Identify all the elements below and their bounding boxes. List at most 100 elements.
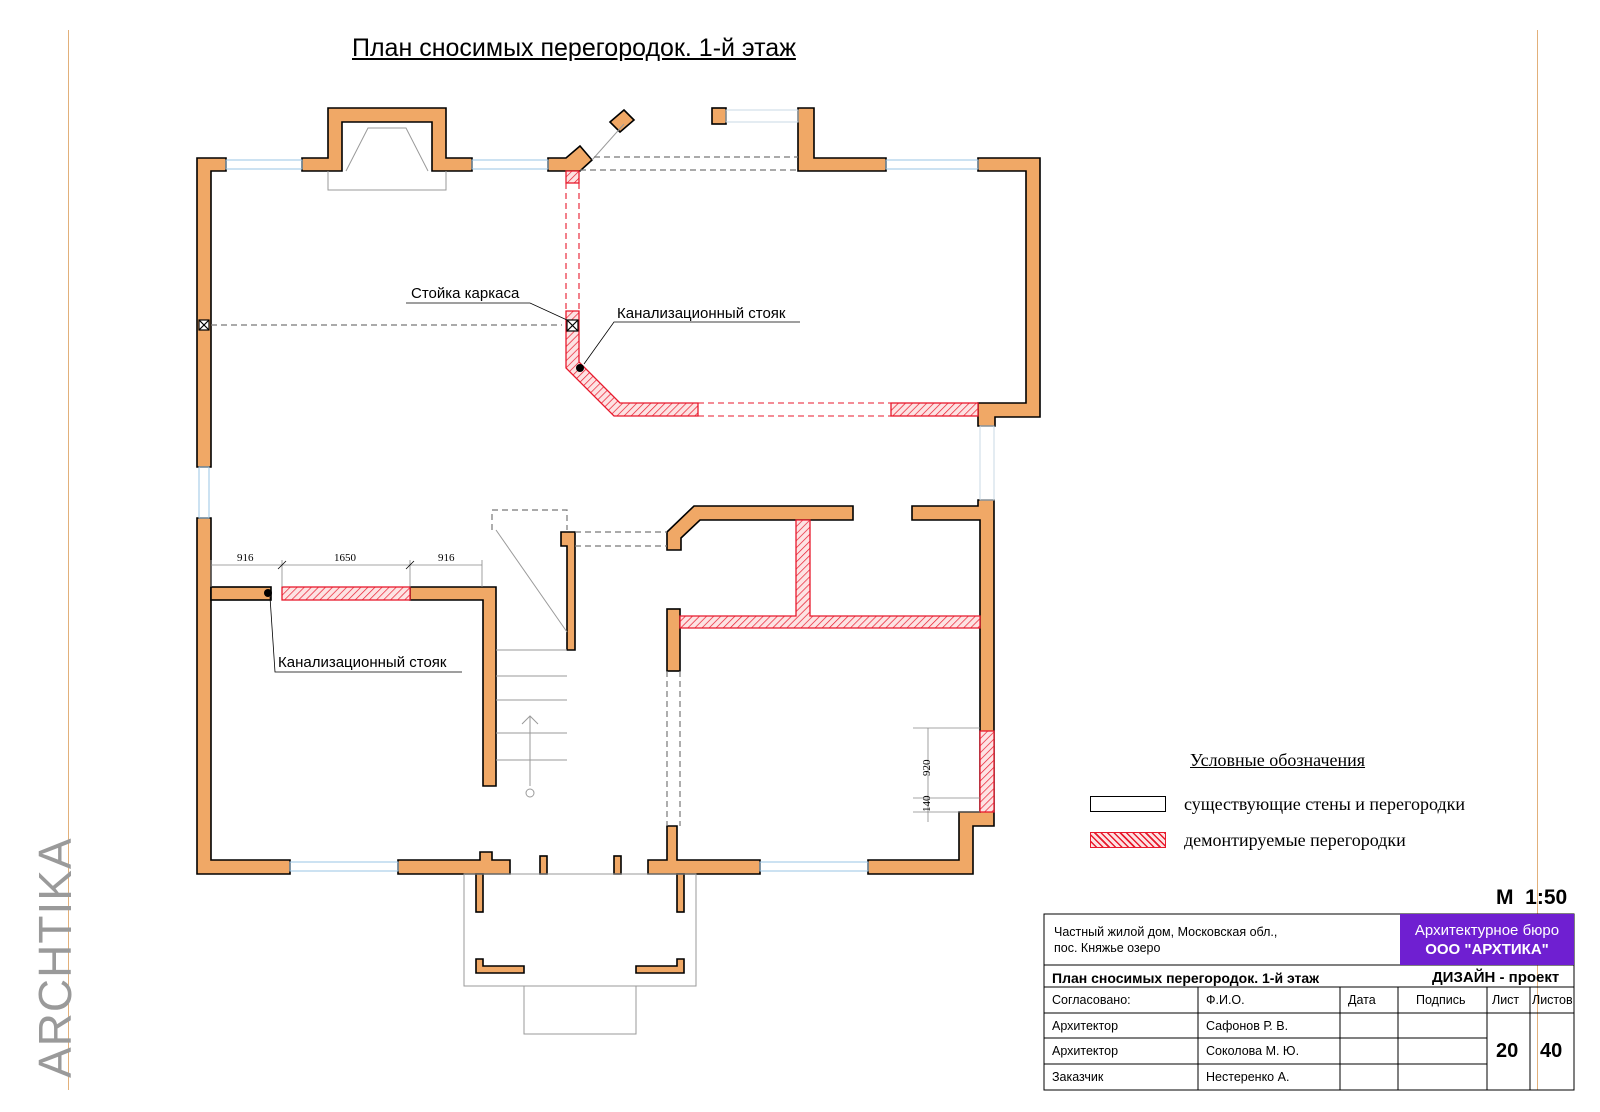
project-line-1: Частный жилой дом, Московская обл., (1054, 925, 1278, 939)
sheet-title: План сносимых перегородок. 1-й этаж (1052, 970, 1320, 986)
wall-center-angled (666, 505, 854, 551)
sheet-number: 20 (1496, 1040, 1519, 1062)
wall-top-bay-post2 (711, 107, 727, 125)
window-top-1 (225, 159, 303, 170)
dim-920: 920 (921, 759, 933, 776)
legend-text-existing: существующие стены и перегородки (1184, 793, 1465, 814)
dashed-lines (211, 156, 798, 826)
wall-fireplace-bay (301, 107, 473, 172)
col-date: Дата (1348, 993, 1376, 1007)
window-top-3 (885, 159, 979, 170)
firm-line-2: ООО "АРХТИКА" (1425, 941, 1549, 958)
wall-top-bay-left (547, 144, 594, 172)
windows (198, 109, 995, 872)
col-name: Ф.И.О. (1206, 993, 1245, 1007)
porch-step (523, 985, 637, 1035)
wall-porch-left (475, 873, 484, 913)
wall-inner-left-right (409, 586, 497, 787)
dim-140: 140 (921, 795, 933, 812)
dim-1650: 1650 (334, 552, 357, 564)
row-2-role: Архитектор (1052, 1044, 1119, 1058)
demolish-angled (565, 310, 699, 417)
col-sheets: Листов (1532, 993, 1573, 1007)
wall-left-lower (196, 517, 291, 875)
firm-badge: Архитектурное бюро ООО "АРХТИКА" (1400, 914, 1574, 965)
bay-diagonal (591, 123, 625, 161)
frame-post-center (566, 319, 579, 332)
leader-frame-post (406, 302, 568, 321)
dim-916-a: 916 (237, 552, 254, 564)
wall-porch-bottom-right (635, 958, 685, 974)
wall-porch-right (676, 873, 685, 913)
wall-center-vertical (666, 608, 681, 672)
label-frame-post: Стойка каркаса (411, 285, 520, 302)
legend-row-demolished: демонтируемые перегородки (1090, 830, 1406, 850)
label-sewer-riser-2: Канализационный стояк (278, 654, 447, 671)
leader-lines (269, 302, 800, 673)
fireplace (327, 127, 447, 191)
frame-posts (198, 319, 579, 332)
firm-line-1: Архитектурное бюро (1414, 922, 1560, 939)
col-sheet: Лист (1492, 993, 1520, 1007)
scale-label: М 1:50 (1496, 886, 1568, 909)
legend-title: Условные обозначения (1190, 750, 1366, 770)
demolish-t-partition (679, 519, 981, 629)
leader-sewer-1 (583, 321, 800, 365)
wall-bottom-right-mid (647, 825, 761, 875)
wall-top-bay-right (797, 107, 887, 172)
wall-top-bay-post1 (608, 108, 636, 134)
page-title: План сносимых перегородок. 1-й этаж (352, 34, 796, 62)
window-bottom-2 (759, 861, 869, 872)
row-1-name: Сафонов Р. В. (1206, 1019, 1289, 1033)
wall-right-upper (977, 157, 1041, 427)
row-1-role: Архитектор (1052, 1019, 1119, 1033)
sheets-total: 40 (1540, 1040, 1563, 1062)
wall-left-upper (196, 157, 227, 468)
legend-row-existing: существующие стены и перегородки (1090, 794, 1465, 814)
leader-sewer-2 (269, 596, 462, 673)
title-block-grid (1043, 913, 1575, 1091)
col-sign: Подпись (1416, 993, 1466, 1007)
demolished-partitions (281, 170, 995, 813)
wall-right-lower (867, 499, 995, 875)
window-right-mid (979, 425, 995, 501)
gray-outlines (327, 123, 697, 1035)
demolish-left (281, 586, 411, 601)
stair-start-circle (525, 788, 535, 798)
sewer-riser-dot-2 (264, 589, 272, 597)
frame-line-right (1537, 30, 1538, 1090)
legend-text-demolished: демонтируемые перегородки (1184, 829, 1406, 850)
window-bay-top (725, 109, 799, 123)
row-2-name: Соколова М. Ю. (1206, 1044, 1300, 1058)
window-top-2 (471, 159, 549, 170)
row-3-name: Нестеренко А. (1206, 1070, 1290, 1084)
stage-label: ДИЗАЙН - проект (1432, 969, 1560, 986)
existing-walls (196, 107, 1041, 974)
dim-916-b: 916 (438, 552, 455, 564)
window-left-1 (198, 466, 210, 519)
window-bottom-1 (289, 861, 399, 872)
wall-bottom-post-a (539, 855, 548, 875)
frame-post-left (198, 319, 210, 331)
label-sewer-riser-1: Канализационный стояк (617, 305, 786, 322)
demolish-right-wall (979, 730, 995, 813)
row-3-role: Заказчик (1052, 1070, 1104, 1084)
legend-swatch-demolished (1090, 832, 1166, 848)
sewer-riser-dot-1 (576, 364, 584, 372)
legend-swatch-existing (1090, 796, 1166, 812)
wall-stair-right (560, 531, 576, 651)
wall-bottom-left-mid (397, 851, 511, 875)
frame-line-left (68, 30, 69, 1090)
dimension-chain (210, 560, 980, 822)
col-agreed: Согласовано: (1052, 993, 1131, 1007)
stair-top-dashed (491, 509, 568, 530)
project-line-2: пос. Княжье озеро (1054, 941, 1161, 955)
demolished-dashed (565, 183, 891, 417)
stair-treads (495, 529, 568, 786)
demolish-right-upper (890, 402, 979, 417)
demolish-top-stub (565, 170, 580, 184)
wall-bottom-post-b (613, 855, 622, 875)
wall-inner-left-stub (210, 586, 272, 601)
